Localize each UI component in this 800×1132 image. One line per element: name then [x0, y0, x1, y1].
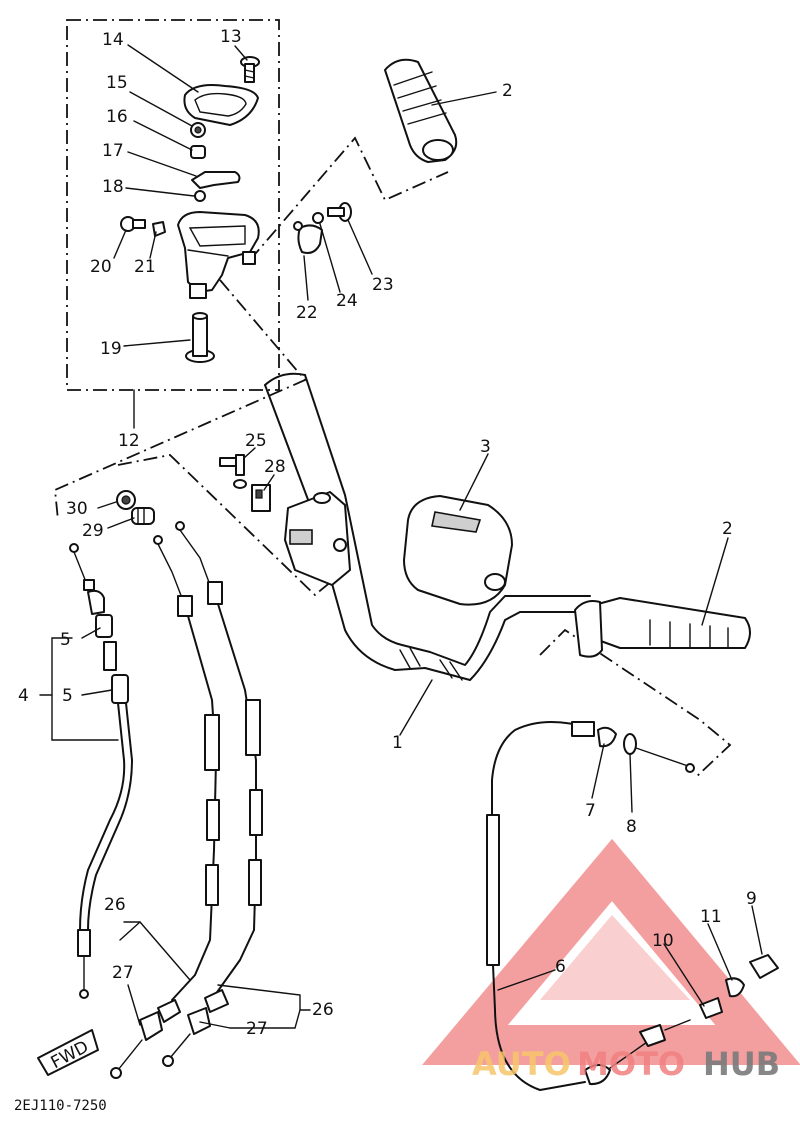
label-16: 16 [106, 107, 128, 127]
grip-2-right [574, 597, 751, 658]
cable-26-right [162, 521, 263, 1067]
group-box-12 [66, 19, 280, 391]
label-1: 1 [392, 733, 403, 753]
switch-housing [177, 211, 260, 299]
watermark-hub: HUB [703, 1045, 780, 1083]
label-5-lower: 5 [62, 686, 73, 706]
cable-6 [486, 720, 695, 1091]
label-22: 22 [296, 303, 318, 323]
label-30: 30 [66, 499, 88, 519]
label-24: 24 [336, 291, 358, 311]
fwd-arrow-icon: FWD [37, 1029, 99, 1076]
label-11: 11 [700, 907, 722, 927]
nut-30 [116, 490, 136, 510]
label-20: 20 [90, 257, 112, 277]
watermark-logo [422, 838, 800, 1065]
label-27-left: 27 [112, 963, 134, 983]
label-2-upper: 2 [502, 81, 513, 101]
label-17: 17 [102, 141, 124, 161]
label-3: 3 [480, 437, 491, 457]
label-26-right: 26 [312, 1000, 334, 1020]
label-9: 9 [746, 889, 757, 909]
clamp-22 [293, 221, 323, 254]
label-5-upper: 5 [60, 630, 71, 650]
screw-20 [120, 216, 146, 232]
label-19: 19 [100, 339, 122, 359]
cable-4 [69, 543, 133, 999]
spring-18 [194, 190, 206, 202]
grip-2-upper [384, 58, 458, 163]
watermark-text: AUTO MOTO HUB [472, 1045, 780, 1083]
label-21: 21 [134, 257, 156, 277]
clip-21 [152, 221, 166, 237]
bolt-19 [185, 312, 215, 363]
label-18: 18 [102, 177, 124, 197]
cover-plate-14 [183, 84, 259, 126]
handlebar-1 [264, 372, 591, 681]
watermark-moto: MOTO [577, 1045, 685, 1083]
label-13: 13 [220, 27, 242, 47]
screw-13 [240, 56, 260, 83]
switch-28 [251, 484, 271, 512]
label-4: 4 [18, 686, 29, 706]
label-26-left: 26 [104, 895, 126, 915]
cable-26-left [110, 535, 220, 1079]
label-14: 14 [102, 30, 124, 50]
left-switch-block [284, 491, 351, 586]
switch-cover-3 [403, 495, 513, 606]
label-25: 25 [245, 431, 267, 451]
lever-17 [191, 171, 241, 189]
adjuster-10-11-9 [699, 954, 779, 1019]
reference-lines [54, 136, 732, 779]
label-29: 29 [82, 521, 104, 541]
bolt-25 [219, 454, 247, 489]
label-6: 6 [555, 957, 566, 977]
leader-lines [39, 44, 763, 1029]
label-10: 10 [652, 931, 674, 951]
watermark-auto: AUTO [472, 1045, 571, 1083]
drawing-code: 2EJ110-7250 [14, 1098, 107, 1114]
washer-24 [312, 212, 324, 224]
label-15: 15 [106, 73, 128, 93]
adjuster-29 [131, 507, 155, 525]
small-part-15-16 [190, 122, 206, 159]
label-7: 7 [585, 801, 596, 821]
label-12: 12 [118, 431, 140, 451]
label-2-right: 2 [722, 519, 733, 539]
label-27-right: 27 [246, 1019, 268, 1039]
label-28: 28 [264, 457, 286, 477]
label-23: 23 [372, 275, 394, 295]
screw-23 [327, 202, 352, 222]
label-8: 8 [626, 817, 637, 837]
part-labels: 14 13 15 16 17 18 20 21 22 24 23 19 12 2… [18, 27, 757, 1039]
